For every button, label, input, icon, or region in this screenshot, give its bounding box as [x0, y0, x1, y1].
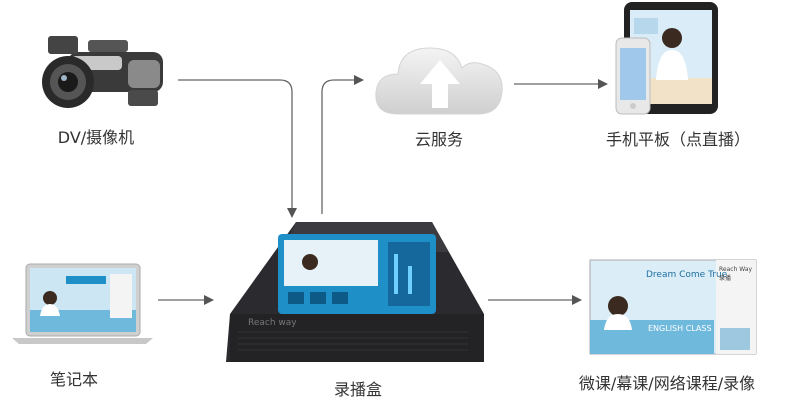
camera-icon — [42, 36, 163, 108]
camera-node — [28, 30, 178, 122]
laptop-node — [10, 262, 155, 350]
course-side: Reach Way 录播 — [719, 266, 753, 282]
recorder-node: Reach way — [218, 214, 490, 378]
laptop-icon — [12, 263, 153, 344]
arrow-recorder-to-cloud — [321, 75, 364, 214]
mobile-node — [610, 0, 720, 122]
courses-node: Dream Come True ENGLISH CLASS Reach Way … — [588, 258, 758, 362]
camera-label: DV/摄像机 — [57, 128, 135, 147]
course-title: Dream Come True — [646, 270, 728, 280]
cloud-node — [370, 34, 510, 126]
courses-label: 微课/幕课/网络课程/录像 — [578, 374, 756, 393]
recorder-box-icon — [226, 222, 484, 362]
recorder-label: 录播盒 — [333, 380, 382, 399]
phone-icon — [615, 37, 651, 115]
cloud-upload-icon — [375, 47, 503, 115]
recorder-brand: Reach way — [248, 318, 297, 328]
cloud-label: 云服务 — [414, 130, 463, 149]
laptop-label: 笔记本 — [49, 370, 98, 389]
arrow-camera-to-recorder — [178, 79, 297, 218]
course-screen-icon — [589, 259, 757, 355]
course-subtitle: ENGLISH CLASS — [648, 324, 712, 333]
mobile-label: 手机平板（点直播） — [605, 130, 750, 149]
